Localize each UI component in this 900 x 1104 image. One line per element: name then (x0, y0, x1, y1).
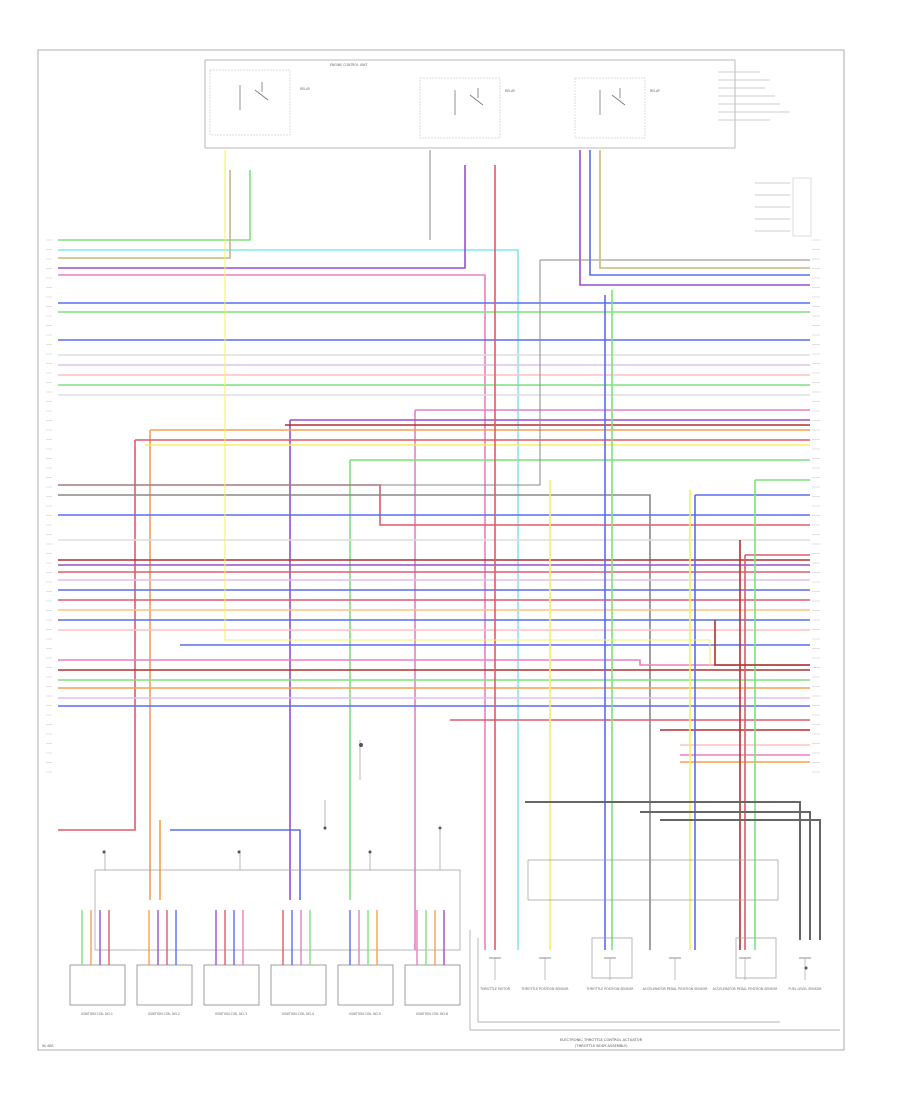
splice-points (102, 743, 808, 970)
connector-legend (755, 177, 812, 237)
corner-label: W/ ABS (42, 1044, 54, 1048)
ignition-coil-label: IGNITION COIL NO.3 (215, 1012, 247, 1016)
relay-right-label: RELAY (650, 89, 660, 93)
throttle-sensor: THROTTLE POSITION SENSOR (585, 957, 634, 991)
relay-left-label: RELAY (300, 87, 310, 91)
ignition-coil-label: IGNITION COIL NO.5 (349, 1012, 381, 1016)
throttle-sensor-label: ACCELERATOR PEDAL POSITION SENSOR (713, 987, 779, 991)
throttle-sensor: THROTTLE MOTOR (479, 957, 511, 991)
ignition-coil: IGNITION COIL NO.5 (337, 910, 394, 1016)
relay-mid-label: RELAY (505, 89, 515, 93)
throttle-sensor-label: THROTTLE MOTOR (479, 987, 510, 991)
throttle-sensor-label: THROTTLE POSITION SENSOR (585, 987, 634, 991)
ignition-coil-label: IGNITION COIL NO.4 (282, 1012, 314, 1016)
vertical-wires (58, 150, 810, 950)
throttle-sensor-label: THROTTLE POSITION SENSOR (520, 987, 569, 991)
ignition-coil: IGNITION COIL NO.6 (404, 910, 461, 1016)
ignition-coil: IGNITION COIL NO.2 (136, 910, 193, 1016)
throttle-sensor: THROTTLE POSITION SENSOR (520, 957, 569, 991)
relay-box: ENGINE CONTROL UNIT RELAY RELAY RELAY (204, 59, 790, 149)
bottom-caption-2: (THROTTLE BODY ASSEMBLY) (575, 1044, 628, 1048)
throttle-sensors: THROTTLE MOTOR THROTTLE POSITION SENSOR TH… (479, 957, 823, 991)
ignition-coil-label: IGNITION COIL NO.6 (416, 1012, 448, 1016)
throttle-sensor-label: FUEL LEVEL SENSOR (789, 987, 823, 991)
ignition-coil: IGNITION COIL NO.1 (69, 910, 126, 1016)
right-pin-ticks (812, 239, 820, 773)
throttle-sensor: ACCELERATOR PEDAL POSITION SENSOR (713, 957, 779, 991)
ignition-coil: IGNITION COIL NO.4 (270, 910, 327, 1016)
relay-box-title: ENGINE CONTROL UNIT (330, 63, 367, 67)
ignition-coil-label: IGNITION COIL NO.2 (148, 1012, 180, 1016)
throttle-sensor-label: ACCELERATOR PEDAL POSITION SENSOR (643, 987, 709, 991)
throttle-sensor: ACCELERATOR PEDAL POSITION SENSOR (643, 957, 709, 991)
throttle-actuator-frame (469, 859, 840, 1031)
bottom-caption-1: ELECTRONIC THROTTLE CONTROL ACTUATOR (560, 1038, 643, 1042)
horizontal-wires (58, 165, 810, 950)
diagram-frame (37, 49, 845, 1051)
throttle-sensor: FUEL LEVEL SENSOR (789, 957, 823, 991)
ignition-coils: IGNITION COIL NO.1 IGNITION COIL NO.2 IGNI… (69, 910, 461, 1016)
injector-harness (94, 740, 461, 951)
ground-bus (525, 801, 821, 940)
ignition-coil: IGNITION COIL NO.3 (203, 910, 260, 1016)
left-pin-ticks (46, 239, 52, 773)
ignition-coil-label: IGNITION COIL NO.1 (81, 1012, 113, 1016)
